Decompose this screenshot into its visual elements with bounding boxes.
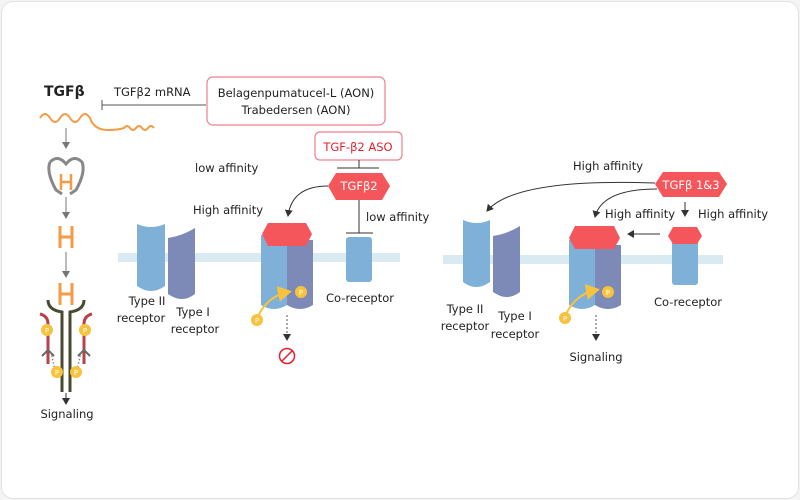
mrna-label: TGFβ2 mRNA (113, 85, 191, 99)
arrow-ligand-to-receptor (284, 185, 329, 217)
phospho-label: P (55, 369, 59, 377)
type-i-receptor (168, 228, 195, 299)
high-affinity-side: High affinity (698, 207, 768, 221)
phospho-label: P (563, 315, 567, 323)
high-affinity-top: High affinity (573, 159, 643, 173)
tgfb2-ligand (328, 173, 390, 200)
aon-drug-1: Belagenpumatucel-L (AON) (218, 86, 375, 100)
phospho-label: P (74, 369, 78, 377)
active-receptor-complex: P P (251, 223, 313, 341)
type-i-label-1: Type I (175, 305, 209, 319)
phospho-label: P (45, 327, 49, 335)
phospho-label: P (83, 327, 87, 335)
type-i-label-2: receptor (491, 327, 540, 341)
blocked-signaling-icon (278, 347, 296, 365)
tgfb13-ligand (655, 172, 727, 197)
arrow-to-complex (592, 188, 658, 218)
co-receptor (672, 236, 698, 285)
tgfb-dimer-icon (58, 283, 74, 305)
type-ii-receptor (137, 224, 165, 291)
mrna-wave (39, 113, 155, 132)
type-i-receptor (493, 226, 520, 297)
aon-drug-2: Trabedersen (AON) (241, 103, 351, 117)
co-receptor-label: Co-receptor (326, 291, 394, 305)
phospho-label: P (606, 289, 610, 297)
phospho-label: P (299, 289, 303, 297)
signaling-label: Signaling (40, 407, 93, 421)
tgfb-title: TGFβ (44, 84, 85, 100)
co-receptor-label: Co-receptor (654, 295, 722, 309)
tgfb-dimer-icon (58, 226, 74, 248)
tgfb13-label: TGFβ 1&3 (661, 178, 719, 192)
active-receptor-complex: P P (559, 226, 621, 341)
inhibit-line-coreceptor (346, 200, 373, 234)
co-receptor (346, 237, 372, 282)
cell-membrane (118, 253, 400, 262)
middle-panel: low affinity High affinity TGF-β2 ASO TG… (117, 131, 429, 365)
signaling-label: Signaling (569, 350, 622, 364)
aso-label: TGF-β2 ASO (322, 140, 392, 154)
inhibit-line-aso (337, 160, 379, 169)
coreceptor-bound-ligand (668, 227, 702, 244)
left-panel: TGFβ TGFβ2 mRNA Belagenpumatucel-L (AON)… (39, 76, 386, 421)
type-ii-label-2: receptor (117, 311, 166, 325)
bound-ligand (569, 226, 620, 249)
right-panel: High affinity TGFβ 1&3 High affinity Hig… (441, 159, 769, 364)
type-ii-receptor (463, 220, 490, 287)
latent-complex-icon (47, 157, 85, 196)
type-ii-label-1: Type II (128, 294, 166, 308)
phospho-label: P (255, 317, 259, 325)
type-i-label-2: receptor (171, 322, 220, 336)
low-affinity-side: low affinity (366, 210, 429, 224)
tgfb2-label: TGFβ2 (339, 179, 377, 193)
type-i-label-1: Type I (497, 309, 531, 323)
inhibit-line-mrna (101, 100, 206, 110)
receptor-complex-icon: P P P P (39, 299, 93, 392)
high-affinity-label: High affinity (193, 203, 263, 217)
bound-ligand (262, 223, 312, 246)
aon-drug-box (206, 76, 386, 126)
high-affinity-mid: High affinity (605, 207, 675, 221)
type-ii-label-1: Type II (446, 302, 484, 316)
type-ii-label-2: receptor (441, 319, 490, 333)
low-affinity-top: low affinity (195, 161, 258, 175)
arrow-to-type-ii (486, 181, 656, 212)
